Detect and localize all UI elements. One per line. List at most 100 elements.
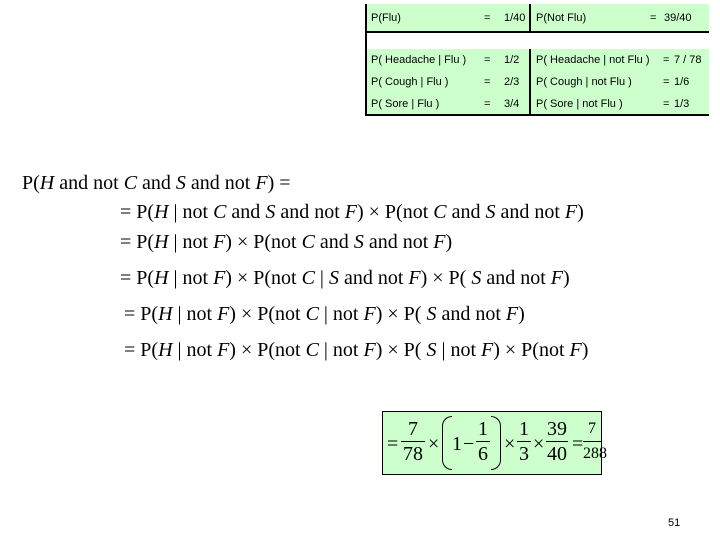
fraction-denominator: 40 <box>547 443 567 465</box>
fraction-numerator: 1 <box>478 418 488 440</box>
table-row-headache-right-equals: = <box>663 54 670 66</box>
math-variable: H <box>39 172 55 194</box>
math-text: | not <box>436 339 481 361</box>
math-text: | not <box>318 339 364 361</box>
derivation-line: = P(H | not F) × P(not C | S and not F) … <box>120 266 570 290</box>
fraction-7-78: 7 78 <box>401 418 425 465</box>
math-variable: F <box>344 201 357 223</box>
math-text: | not <box>318 303 364 325</box>
math-text: | <box>314 267 329 289</box>
table-row-sore-left-value: 3/4 <box>504 98 520 110</box>
table-row-cough-right-value: 1/6 <box>674 76 690 88</box>
math-variable: H <box>154 201 169 223</box>
math-variable: F <box>213 267 226 289</box>
fraction-numerator: 7 <box>588 420 596 437</box>
table-vertical-divider <box>529 4 531 114</box>
minus-sign: − <box>463 433 475 455</box>
fraction-denominator: 78 <box>403 443 423 465</box>
table-row-headache-left-value: 1/2 <box>504 54 520 66</box>
table-row-sore-left-label: P( Sore | Flu ) <box>371 98 440 110</box>
math-variable: S <box>265 201 276 223</box>
math-variable: F <box>213 231 226 253</box>
math-text: ) × P(not <box>493 339 570 361</box>
fraction-denominator: 288 <box>583 445 607 462</box>
math-text: and not <box>338 267 409 289</box>
math-variable: F <box>550 267 563 289</box>
table-row-cough-right-equals: = <box>663 76 670 88</box>
table-spacer-row <box>367 33 709 49</box>
math-text: and <box>314 231 354 253</box>
math-text: and <box>446 201 486 223</box>
result-one: 1 <box>452 433 462 455</box>
prior-flu-value: 1/40 <box>504 12 526 24</box>
fraction-denominator: 3 <box>519 443 529 465</box>
math-text: and not <box>436 303 506 325</box>
math-variable: F <box>217 303 230 325</box>
math-variable: F <box>564 201 578 223</box>
math-text: ) × P(not <box>356 201 434 223</box>
math-text: ) × P( <box>375 303 427 325</box>
derivation-line: P(H and not C and S and not F) = <box>22 171 291 195</box>
math-text: | not <box>168 201 214 223</box>
math-text: and not <box>481 267 551 289</box>
math-variable: F <box>363 339 376 361</box>
math-text: = P( <box>120 201 155 223</box>
prior-flu-label: P(Flu) <box>371 12 401 24</box>
math-variable: S <box>426 339 437 361</box>
math-text: ) <box>562 267 570 289</box>
math-text: ) <box>581 339 589 361</box>
math-text: | not <box>172 339 218 361</box>
fraction-1-6: 1 6 <box>476 418 490 465</box>
fraction-39-40: 39 40 <box>546 418 568 465</box>
math-variable: S <box>485 201 496 223</box>
table-row-sore-right-equals: = <box>663 98 670 110</box>
math-text: = P( <box>124 339 159 361</box>
table-row-headache-right-value: 7 / 78 <box>674 54 702 66</box>
math-text: = P( <box>120 231 155 253</box>
fraction-bar <box>517 441 531 442</box>
prior-not-flu-label: P(Not Flu) <box>536 12 587 24</box>
table-row-cough-left-equals: = <box>484 76 491 88</box>
table-row-headache-right-label: P( Headache | not Flu ) <box>536 54 650 66</box>
math-variable: C <box>305 303 319 325</box>
math-variable: C <box>123 172 138 194</box>
fraction-numerator: 1 <box>519 418 529 440</box>
math-text: ) <box>577 201 584 223</box>
math-variable: F <box>433 231 446 253</box>
math-text: and not <box>275 201 345 223</box>
math-text: and not <box>185 172 256 194</box>
derivation-line: = P(H | not F) × P(not C and S and not F… <box>120 230 452 254</box>
table-horizontal-divider <box>367 31 709 33</box>
math-text: ) × P(not <box>229 303 306 325</box>
math-text: | not <box>168 267 214 289</box>
math-text: ) <box>445 231 453 253</box>
fraction-bar <box>583 441 601 442</box>
table-row-cough-left-label: P( Cough | Flu ) <box>371 76 449 88</box>
math-text: and not <box>54 172 124 194</box>
math-text: = P( <box>120 267 155 289</box>
fraction-1-3: 1 3 <box>517 418 531 465</box>
math-variable: H <box>154 231 169 253</box>
math-text: and not <box>495 201 565 223</box>
fraction-7-288: 7 288 <box>583 418 607 465</box>
math-text: = P( <box>124 303 159 325</box>
fraction-bar <box>546 441 568 442</box>
right-parenthesis <box>491 416 501 470</box>
result-equals: = <box>387 433 399 455</box>
math-text: ) × P( <box>420 267 472 289</box>
math-variable: H <box>154 267 169 289</box>
math-text: | not <box>172 303 218 325</box>
math-text: and <box>137 172 176 194</box>
table-row-sore-right-label: P( Sore | not Flu ) <box>536 98 623 110</box>
prior-flu-equals: = <box>484 12 491 24</box>
math-variable: S <box>175 172 186 194</box>
math-variable: F <box>481 339 494 361</box>
fraction-bar <box>401 441 425 442</box>
math-variable: F <box>217 339 230 361</box>
math-variable: F <box>505 303 519 325</box>
result-equals: = <box>572 433 584 455</box>
math-text: and <box>226 201 266 223</box>
left-parenthesis <box>442 416 452 470</box>
page-number: 51 <box>668 517 681 529</box>
derivation-line: = P(H | not F) × P(not C | not F) × P( S… <box>124 302 525 326</box>
